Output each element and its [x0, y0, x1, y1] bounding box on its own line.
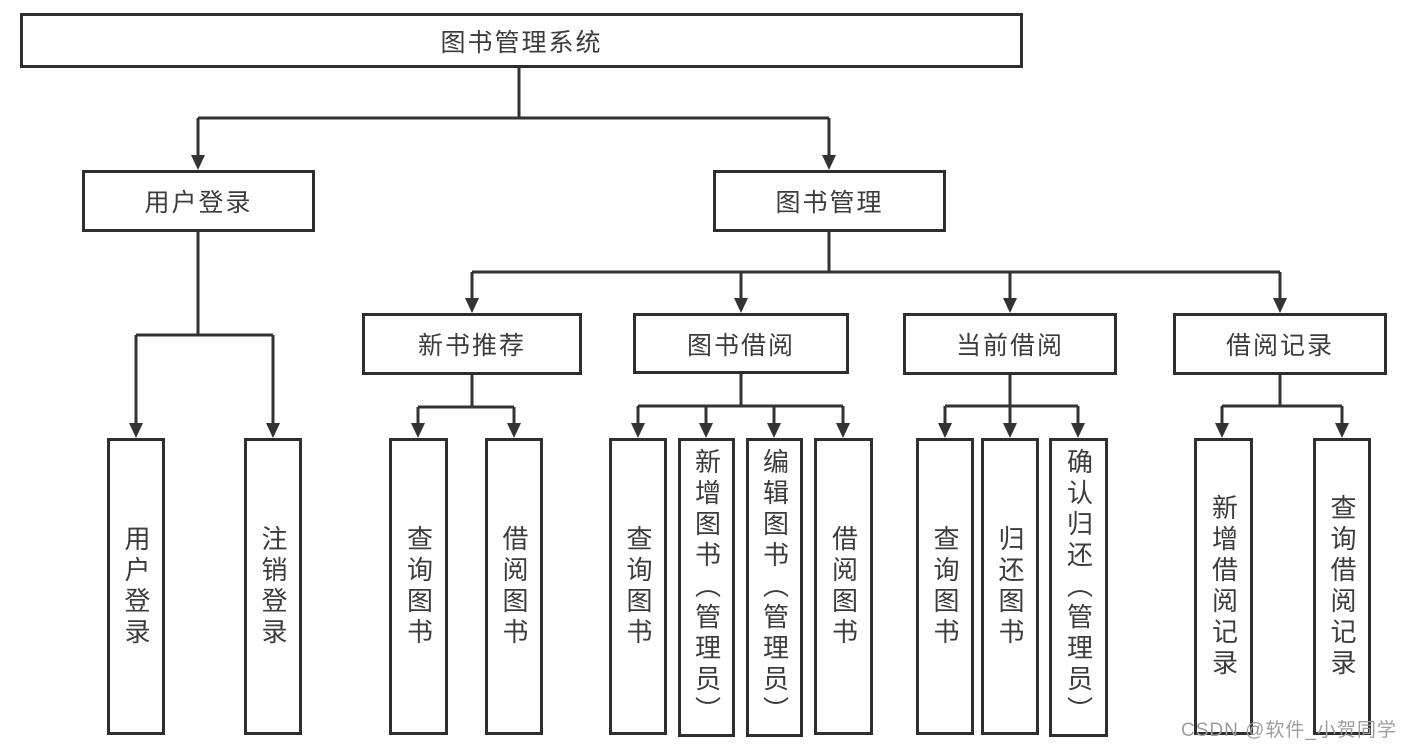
arrowhead [822, 155, 836, 170]
node-leaf-nb-borrow-books: 借阅图书 [485, 438, 543, 735]
node-leaf-bb-query-books: 查询图书 [609, 438, 667, 735]
node-current-borrow: 当前借阅 [903, 313, 1117, 375]
connector-bookborrow-to-leaves [636, 374, 845, 427]
node-leaf-br-query-record: 查询借阅记录 [1313, 438, 1371, 735]
arrowhead [1003, 423, 1017, 438]
connector-newbookrec-to-leaves [416, 375, 516, 427]
arrowhead [836, 423, 850, 438]
arrowhead [266, 423, 280, 438]
arrowhead [411, 423, 425, 438]
arrowhead [1215, 423, 1229, 438]
arrowhead [1003, 298, 1017, 313]
node-root: 图书管理系统 [20, 13, 1023, 68]
node-borrow-records: 借阅记录 [1173, 313, 1387, 375]
watermark: CSDN @软件_小贺同学 [1181, 720, 1397, 741]
connector-bookmgmt-to-level3 [470, 232, 1282, 302]
node-leaf-cb-confirm-return-admin: 确认归还（管理员） [1049, 438, 1108, 737]
node-leaf-br-add-record: 新增借阅记录 [1194, 438, 1253, 735]
arrowhead [1273, 298, 1287, 313]
node-book-management: 图书管理 [713, 170, 946, 232]
node-book-borrow: 图书借阅 [633, 313, 849, 374]
node-leaf-user-login: 用户登录 [107, 438, 165, 735]
arrowhead [1335, 423, 1349, 438]
arrowhead [507, 423, 521, 438]
node-leaf-cb-return-books: 归还图书 [981, 438, 1039, 735]
connector-borrowrecords-to-leaves [1220, 375, 1344, 427]
arrowhead [631, 423, 645, 438]
node-leaf-bb-edit-books-admin: 编辑图书（管理员） [746, 438, 803, 737]
arrowhead [129, 423, 143, 438]
connector-root-to-level2 [196, 68, 831, 159]
node-leaf-cb-query-books: 查询图书 [916, 438, 974, 735]
node-leaf-bb-add-books-admin: 新增图书（管理员） [678, 438, 735, 737]
node-leaf-bb-borrow-books: 借阅图书 [814, 438, 873, 735]
arrowhead [1071, 423, 1085, 438]
arrowhead [465, 298, 479, 313]
node-leaf-logout: 注销登录 [244, 438, 302, 735]
arrowhead [699, 423, 713, 438]
node-user-login: 用户登录 [82, 170, 315, 232]
arrowhead [191, 155, 205, 170]
arrowhead [734, 298, 748, 313]
node-leaf-nb-query-books: 查询图书 [389, 438, 448, 735]
node-new-book-recommend: 新书推荐 [362, 313, 582, 375]
connector-userlogin-to-leaves [134, 232, 275, 427]
arrowhead [938, 423, 952, 438]
connector-currentborrow-to-leaves [943, 375, 1080, 427]
arrowheads [129, 155, 1349, 438]
arrowhead [767, 423, 781, 438]
